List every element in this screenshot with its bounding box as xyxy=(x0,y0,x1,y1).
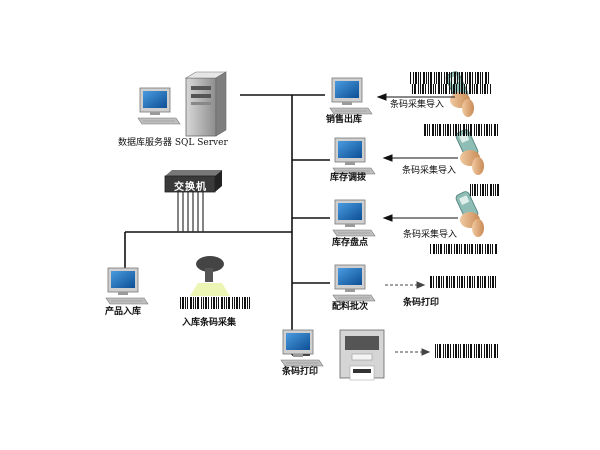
product-in-label: 产品入库 xyxy=(105,307,142,317)
barcode-import-label-2: 条码采集导入 xyxy=(402,166,457,176)
batching-pc xyxy=(332,264,376,302)
barcode-6 xyxy=(430,276,496,288)
handheld-scanner-3 xyxy=(454,189,485,238)
print-arrows xyxy=(385,281,431,356)
switch-device xyxy=(164,170,222,193)
barcode-import-label-3: 条码采集导入 xyxy=(403,230,458,240)
db-server-label: 数据库服务器 SQL Server xyxy=(118,138,228,148)
inbound-barcode-capture-label: 入库条码采集 xyxy=(182,318,237,328)
barcode-scanner-icon xyxy=(190,256,230,296)
switch-cables xyxy=(177,192,204,232)
inventory-transfer-label: 库存调拨 xyxy=(330,173,367,183)
barcode-7 xyxy=(435,344,498,358)
product-in-pc xyxy=(105,267,149,305)
barcode-2 xyxy=(412,84,491,94)
barcode-3 xyxy=(424,124,498,136)
barcodes xyxy=(180,72,499,358)
barcode-print-station-label: 条码打印 xyxy=(282,367,319,377)
barcode-8 xyxy=(180,297,250,309)
database-server-pc xyxy=(137,87,181,125)
inventory-count-label: 库存盘点 xyxy=(332,238,369,248)
inventory-transfer-pc xyxy=(332,137,376,175)
inventory-count-pc xyxy=(332,199,376,237)
network-lines xyxy=(124,94,330,356)
barcode-import-label-1: 条码采集导入 xyxy=(390,100,445,110)
barcode-print-pc xyxy=(280,329,324,367)
switch-label: 交换机 xyxy=(174,182,207,193)
database-server-tower xyxy=(184,71,228,137)
barcode-print-out-label: 条码打印 xyxy=(403,298,440,308)
batching-label: 配料批次 xyxy=(332,302,369,312)
barcode-4 xyxy=(470,184,499,196)
label-printer xyxy=(339,329,385,381)
barcode-5 xyxy=(430,244,497,254)
sales-out-pc xyxy=(329,77,373,115)
barcode-1 xyxy=(410,72,489,84)
import-arrows xyxy=(376,93,458,222)
sales-out-label: 销售出库 xyxy=(326,115,363,125)
